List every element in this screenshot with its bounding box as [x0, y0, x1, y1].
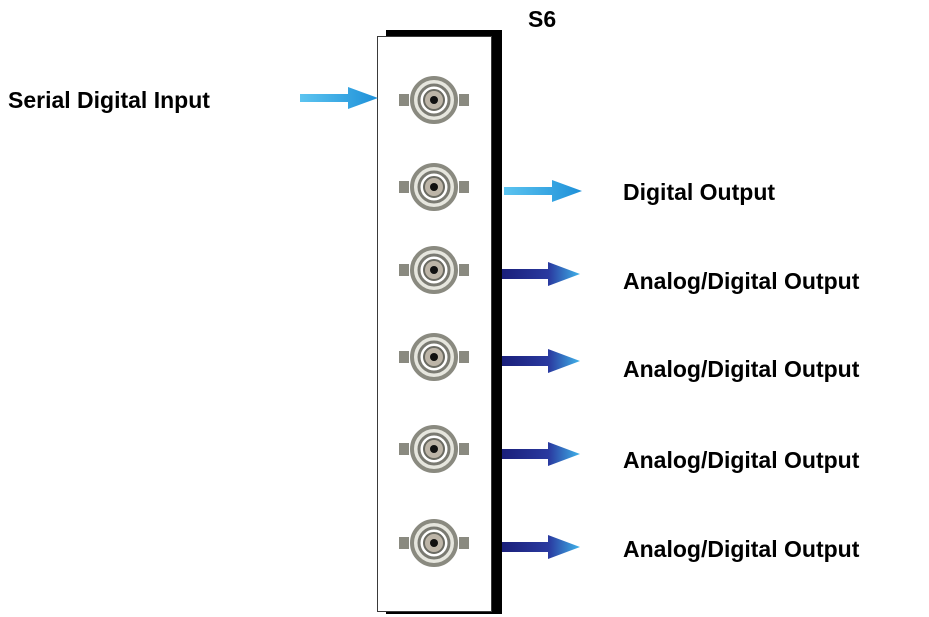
output-label-analog-digital: Analog/Digital Output — [623, 447, 860, 473]
arrow-right-icon — [504, 179, 582, 203]
arrow-right-icon — [502, 535, 580, 559]
connector-panel — [377, 36, 492, 612]
bnc-connector-icon — [399, 245, 469, 295]
bnc-connector-icon — [399, 518, 469, 568]
bnc-connector-icon — [399, 332, 469, 382]
arrow-right-icon — [502, 442, 580, 466]
arrow-right-icon — [502, 262, 580, 286]
output-label-digital: Digital Output — [623, 179, 776, 205]
arrow-right-icon — [300, 86, 378, 110]
output-label-analog-digital: Analog/Digital Output — [623, 268, 860, 294]
output-label-analog-digital: Analog/Digital Output — [623, 536, 860, 562]
arrow-right-icon — [502, 349, 580, 373]
module-label: S6 — [528, 6, 557, 32]
bnc-connector-icon — [399, 424, 469, 474]
bnc-connector-icon — [399, 162, 469, 212]
output-label-analog-digital: Analog/Digital Output — [623, 356, 860, 382]
input-label: Serial Digital Input — [8, 87, 210, 113]
bnc-connector-icon — [399, 75, 469, 125]
